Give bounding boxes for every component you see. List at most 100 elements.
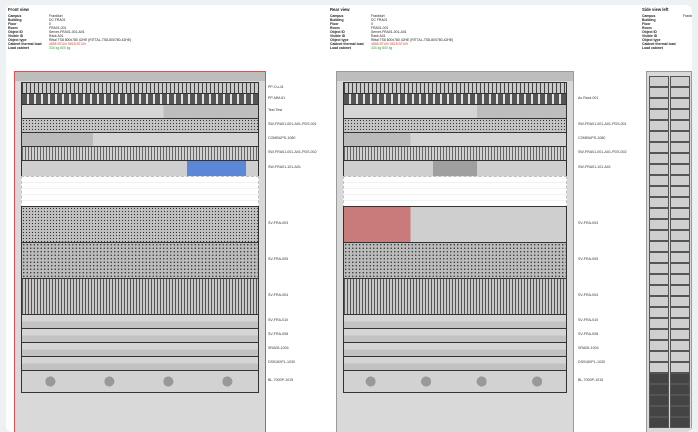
side-slot[interactable] [670, 142, 690, 153]
side-rack[interactable] [646, 71, 692, 432]
side-slot[interactable] [670, 87, 690, 98]
device-label[interactable]: SV-FRA-005 [268, 257, 289, 261]
device-label[interactable]: Ac Rack 001 [578, 95, 599, 100]
side-slot[interactable] [649, 307, 669, 318]
side-slot[interactable] [670, 318, 690, 329]
rack-device[interactable] [21, 146, 259, 161]
side-slot[interactable] [670, 230, 690, 241]
side-slot[interactable] [670, 186, 690, 197]
side-slot[interactable] [649, 340, 669, 351]
side-slot[interactable] [649, 285, 669, 296]
side-slot[interactable] [649, 406, 669, 417]
side-slot[interactable] [649, 395, 669, 406]
side-slot[interactable] [649, 384, 669, 395]
rack-device[interactable] [343, 206, 567, 243]
device-label[interactable]: SRA05-1004 [578, 346, 599, 350]
rack-device[interactable] [21, 132, 259, 147]
side-slot[interactable] [670, 120, 690, 131]
side-slot[interactable] [649, 274, 669, 285]
side-slot[interactable] [649, 153, 669, 164]
side-slot[interactable] [649, 175, 669, 186]
device-label[interactable]: SV-FRA-003 [578, 221, 599, 225]
empty-rack-space[interactable] [343, 176, 567, 208]
device-label[interactable]: COMBUPS-1080 [268, 136, 296, 140]
side-slot[interactable] [649, 417, 669, 428]
side-slot[interactable] [649, 362, 669, 373]
rack-device[interactable] [21, 160, 259, 177]
side-slot[interactable] [649, 76, 669, 87]
side-slot[interactable] [670, 153, 690, 164]
side-slot[interactable] [670, 285, 690, 296]
device-label[interactable]: SV-FRA-010 [268, 318, 289, 322]
side-slot[interactable] [670, 329, 690, 340]
device-label[interactable]: Test Test [268, 108, 283, 112]
side-slot[interactable] [649, 87, 669, 98]
rack-device[interactable] [343, 278, 567, 315]
front-rack[interactable] [14, 71, 266, 432]
side-slot[interactable] [670, 208, 690, 219]
device-label[interactable]: DS918XPL-1030 [268, 360, 295, 364]
side-slot[interactable] [670, 417, 690, 428]
device-label[interactable]: SV-FRA-010 [578, 318, 599, 322]
rack-device[interactable] [343, 146, 567, 161]
device-label[interactable]: SW-FRA01-101-A01 [268, 165, 301, 169]
device-label[interactable]: SV-FRA-004 [578, 293, 599, 297]
device-label[interactable]: SW-FRA01-001-A01-PDS-001 [268, 122, 317, 126]
rack-device[interactable] [343, 314, 567, 329]
side-slot[interactable] [670, 131, 690, 142]
device-label[interactable]: SRA05-1004 [268, 346, 289, 350]
rack-device[interactable] [21, 104, 259, 119]
side-slot[interactable] [670, 362, 690, 373]
rack-device[interactable] [343, 370, 567, 393]
rack-device[interactable] [343, 342, 567, 357]
rack-device[interactable] [21, 278, 259, 315]
device-label[interactable]: DS918XPL-1030 [578, 360, 605, 364]
rack-device[interactable] [21, 356, 259, 371]
side-slot[interactable] [649, 252, 669, 263]
side-slot[interactable] [649, 142, 669, 153]
side-slot[interactable] [670, 307, 690, 318]
rack-device[interactable] [21, 118, 259, 133]
device-label[interactable]: BL-7000P-1015 [268, 378, 294, 382]
side-slot[interactable] [649, 164, 669, 175]
side-slot[interactable] [670, 109, 690, 120]
rack-device[interactable] [343, 118, 567, 133]
side-slot[interactable] [670, 384, 690, 395]
rack-device[interactable] [21, 242, 259, 279]
side-slot[interactable] [670, 263, 690, 274]
rear-rack[interactable] [336, 71, 574, 432]
side-slot[interactable] [670, 76, 690, 87]
rack-device[interactable] [343, 93, 567, 105]
side-slot[interactable] [649, 131, 669, 142]
side-slot[interactable] [649, 120, 669, 131]
side-slot[interactable] [670, 197, 690, 208]
device-label[interactable]: SW-FRA01-001-A01-PDS-001 [578, 122, 627, 126]
device-label[interactable]: SW-FRA01-101-A01 [578, 165, 611, 169]
device-label[interactable]: SV-FRA-005 [578, 257, 599, 261]
device-label[interactable]: SW-FRA01-001-A01-PDS-002 [578, 150, 627, 154]
device-label[interactable]: COMBUPS-1080 [578, 136, 606, 140]
side-slot[interactable] [670, 406, 690, 417]
side-slot[interactable] [649, 219, 669, 230]
empty-rack-space[interactable] [21, 176, 259, 208]
device-label[interactable]: BL-7000P-1015 [578, 378, 604, 382]
device-label[interactable]: SV-FRA-008 [268, 332, 289, 336]
side-slot[interactable] [649, 109, 669, 120]
device-label[interactable]: SV-FRA-003 [268, 221, 289, 225]
device-label[interactable]: SW-FRA01-001-A01-PDS-002 [268, 150, 317, 154]
rack-device[interactable] [343, 242, 567, 279]
side-slot[interactable] [649, 296, 669, 307]
side-slot[interactable] [670, 252, 690, 263]
side-slot[interactable] [649, 351, 669, 362]
side-slot[interactable] [649, 329, 669, 340]
side-slot[interactable] [649, 373, 669, 384]
side-slot[interactable] [649, 186, 669, 197]
side-slot[interactable] [649, 263, 669, 274]
device-label[interactable]: PP-Cu-41 [268, 84, 284, 89]
side-slot[interactable] [670, 175, 690, 186]
side-slot[interactable] [670, 373, 690, 384]
side-slot[interactable] [670, 274, 690, 285]
side-slot[interactable] [649, 98, 669, 109]
side-slot[interactable] [670, 98, 690, 109]
side-slot[interactable] [670, 241, 690, 252]
